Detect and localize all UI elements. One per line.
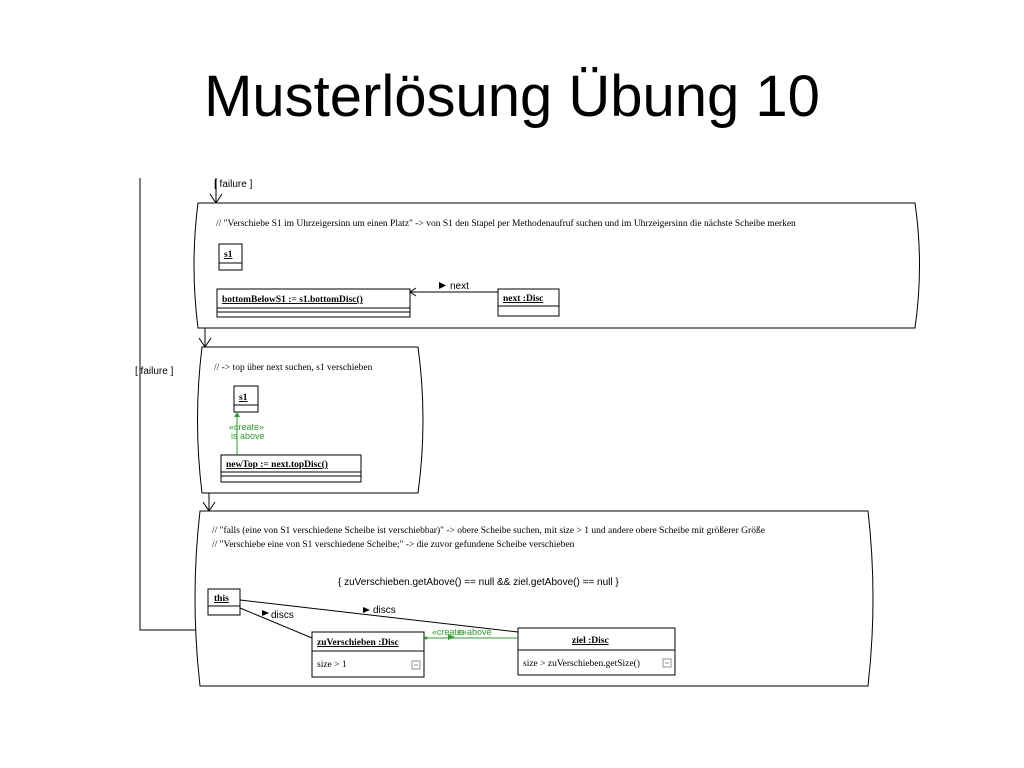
act2-newtop-object [220, 454, 362, 483]
act1-comment: // "Verschiebe S1 im Uhrzeigersinn um ei… [216, 218, 796, 229]
act3-zu-attr: size > 1 [317, 660, 347, 670]
failure-loop-line [139, 178, 196, 631]
act2-s1-object [233, 385, 259, 413]
act1-s1-label: s1 [224, 250, 233, 260]
act1-next-label: next :Disc [503, 294, 543, 304]
act3-condition: { zuVerschieben.getAbove() == null && zi… [338, 577, 619, 588]
page-title: Musterlösung Übung 10 [204, 64, 820, 129]
guard-left: [ failure ] [135, 366, 174, 377]
act3-create-label: «create» [432, 627, 467, 637]
act3-this-label: this [214, 594, 229, 604]
act2-s1-label: s1 [239, 393, 248, 403]
act1-next-link [409, 282, 498, 297]
act1-link-label: next [450, 281, 469, 292]
act3-discs-label-1: discs [373, 605, 396, 616]
act3-this-object [207, 588, 241, 616]
flow-arrow-1-2 [198, 328, 212, 348]
act3-create-link [424, 634, 518, 640]
act3-comment-1: // "falls (eine von S1 verschiedene Sche… [212, 525, 765, 536]
act2-isabove-label: is above [231, 431, 265, 441]
act3-ziel-label: ziel :Disc [572, 636, 609, 646]
act3-ziel-attr: size > zuVerschieben.getSize() [523, 658, 640, 669]
act3-isabove-label: is above [458, 627, 492, 637]
guard-top: [ failure ] [214, 179, 253, 190]
act3-comment-2: // "Verschiebe eine von S1 verschiedene … [212, 539, 575, 550]
act3-zu-object [311, 631, 425, 678]
act3-zu-label: zuVerschieben :Disc [317, 638, 399, 648]
act3-discs-label-2: discs [271, 610, 294, 621]
flow-arrow-2-3 [202, 493, 216, 512]
act2-create-label: «create» [229, 422, 264, 432]
act1-s1-object [218, 243, 243, 271]
act2-comment: // -> top über next suchen, s1 verschieb… [214, 363, 373, 373]
act3-discs-links [239, 599, 519, 639]
act3-discs-arrow-1 [363, 607, 370, 613]
act3-discs-arrow-2 [262, 610, 269, 616]
act1-bottom-label: bottomBelowS1 := s1.bottomDisc() [222, 294, 363, 305]
act1-next-object [497, 288, 560, 317]
act3-ziel-object [517, 627, 676, 676]
act2-newtop-label: newTop := next.topDisc() [226, 459, 328, 470]
act1-bottom-object [216, 288, 411, 318]
